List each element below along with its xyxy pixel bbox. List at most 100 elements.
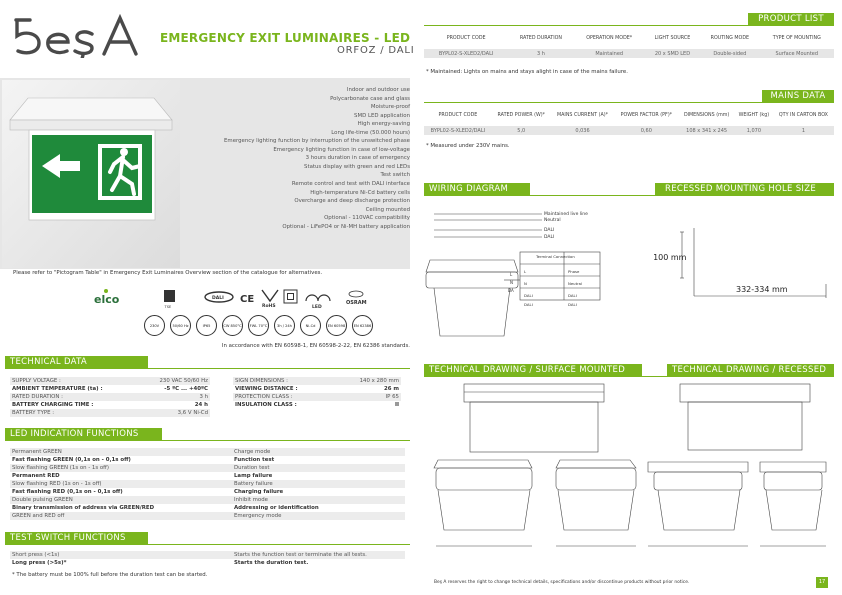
test-switch-footnote: * The battery must be 100% full before t… [12, 572, 208, 578]
terminal-cell: DALI [524, 293, 533, 298]
document-title: EMERGENCY EXIT LUMINAIRES - LED [160, 31, 411, 45]
led-indication-heading: LED INDICATION FUNCTIONS [5, 428, 162, 441]
recessed-hole-heading: RECESSED MOUNTING HOLE SIZE [655, 183, 834, 196]
feature-item: Moisture-proof [370, 104, 410, 111]
terminal-cell: N [524, 281, 527, 286]
terminal-side-label: DA [508, 288, 514, 293]
table-row: INSULATION CLASS :II [235, 402, 399, 408]
pictogram-note: Please refer to "Pictogram Table" in Eme… [13, 270, 323, 276]
technical-data-heading: TECHNICAL DATA [5, 356, 148, 369]
terminal-cell: Neutral [568, 281, 582, 286]
en62386-icon: EN 62386 [352, 315, 373, 336]
terminal-side-label: N [510, 280, 513, 285]
recessed-drawing-heading: TECHNICAL DRAWING / RECESSED [667, 364, 834, 377]
table-header-row: PRODUCT CODE RATED DURATION OPERATION MO… [446, 36, 821, 41]
tse-logo-text: TSE [164, 305, 172, 309]
osram-logo: OSRAM [346, 290, 367, 306]
page-number: 17 [816, 577, 828, 588]
product-list-table: PRODUCT CODE RATED DURATION OPERATION MO… [424, 29, 834, 58]
terminal-table-title: Terminal Connection [535, 254, 575, 259]
wiring-diagram: Maintained live line Neutral DALI DALI T… [425, 211, 601, 337]
led-logo: LED [305, 294, 331, 310]
feature-item: Optional - LiFePO4 or Ni-MH battery appl… [282, 223, 410, 230]
product-list-footnote: * Maintained: Lights on mains and stays … [426, 69, 628, 75]
feature-item: SMD LED application [354, 112, 410, 119]
brand-logo [14, 14, 138, 58]
table-row: AMBIENT TEMPERATURE (ta) :-5 ºC ... +40º… [12, 386, 208, 392]
mains-data-table: PRODUCT CODE RATED POWER (W)* MAINS CURR… [424, 106, 834, 135]
hole-width-label: 332-334 mm [736, 285, 788, 294]
feature-item: Indoor and outdoor use [346, 87, 410, 93]
terminal-cell: Phase [568, 269, 580, 274]
feature-item: Emergency lighting function in case of l… [273, 146, 410, 153]
wiring-label: Neutral [544, 217, 561, 223]
surface-drawing-heading: TECHNICAL DRAWING / SURFACE MOUNTED [424, 364, 642, 377]
wiring-label: DALI [544, 234, 554, 240]
feature-item: Status display with green and red LEDs [304, 163, 410, 170]
footer-disclaimer: Beş A reserves the right to change techn… [434, 580, 690, 585]
table-row: VIEWING DISTANCE :26 m [235, 386, 399, 392]
table-row: BYPL02-S-XLED2/DALI 3 h Maintained 20 x … [424, 49, 834, 58]
feature-item: High energy-saving [357, 121, 410, 128]
battery-icon: Ni-Cd [300, 315, 321, 336]
table-row: RATED DURATION :3 h [10, 393, 210, 401]
terminal-cell: L [524, 269, 527, 274]
led-indication-rule [5, 440, 410, 441]
technical-data-left: SUPPLY VOLTAGE :230 VAC 50/60 Hz AMBIENT… [10, 377, 210, 417]
terminal-cell: DALI [568, 302, 577, 307]
feature-item: Long life-time (50.000 hours) [331, 129, 410, 136]
product-list-heading: PRODUCT LIST [748, 13, 834, 26]
table-row: Fast flashing RED (0,1s on - 0,1s off)Ch… [12, 489, 284, 495]
test-switch-rule [5, 544, 410, 545]
rating-icons: 230V 50/60 Hz IP65 CW 850°C FWL 70°C 3h … [144, 315, 406, 337]
elco-logo: elco [94, 289, 120, 306]
voltage-icon: 230V [144, 315, 165, 336]
table-row: BYPL02-S-XLED2/DALI 5,0 0,036 0,60 108 x… [424, 126, 834, 135]
hole-height-label: 98-100 mm [654, 253, 687, 262]
fwl-temp-icon: FWL 70°C [248, 315, 269, 336]
led-logo-text: LED [312, 304, 322, 310]
table-row: BATTERY TYPE :3,6 V Ni-Cd [10, 409, 210, 417]
table-row: Binary transmission of address via GREEN… [12, 505, 319, 511]
mains-data-rule [424, 102, 834, 103]
feature-item: Optional - 110VAC compatibility [324, 215, 410, 222]
technical-data-rule [5, 368, 410, 369]
surface-mounted-drawing [433, 383, 637, 547]
rohs-logo-text: RoHS [262, 303, 276, 309]
test-switch-heading: TEST SWITCH FUNCTIONS [5, 532, 148, 545]
osram-logo-text: OSRAM [346, 300, 367, 306]
feature-item: Overcharge and deep discharge protection [294, 198, 410, 205]
dali-logo-text: DALI [212, 295, 224, 301]
dali-logo: DALI [204, 291, 234, 303]
feature-item: Test switch [380, 172, 410, 179]
feature-item: Remote control and test with DALI interf… [291, 181, 410, 188]
wiring-diagram-heading: WIRING DIAGRAM [424, 183, 530, 196]
table-row: Slow flashing GREEN (1s on - 1s off)Dura… [10, 464, 405, 472]
en60598-icon: EN 60598 [326, 315, 347, 336]
duration-icon: 3h / 24h [274, 315, 295, 336]
mains-data-heading: MAINS DATA [762, 90, 834, 103]
mains-data-footnote: * Measured under 230V mains. [426, 143, 510, 149]
test-switch-table: Short press (<1s)Starts the function tes… [10, 551, 405, 567]
table-row: Fast flashing GREEN (0,1s on - 0,1s off)… [12, 457, 275, 463]
wiring-label: Maintained live line [544, 211, 588, 217]
product-list-rule [424, 25, 834, 26]
ce-mark: CE [240, 294, 254, 305]
terminal-cell: DALI [568, 293, 577, 298]
tse-logo: TSE [164, 290, 175, 309]
wiring-diagram-rule [424, 195, 834, 196]
terminal-cell: DALI [524, 302, 533, 307]
recessed-hole-diagram: 98-100 mm 332-334 mm [654, 228, 827, 298]
feature-list: Indoor and outdoor use Polycarbonate cas… [170, 86, 410, 231]
surface-drawing-rule [424, 376, 834, 377]
table-row: Slow flashing RED (1s on - 1s off)Batter… [10, 480, 405, 488]
standards-note: In accordance with EN 60598-1, EN 60598-… [221, 343, 410, 349]
table-row: Short press (<1s)Starts the function tes… [10, 551, 405, 559]
technical-data-right: SIGN DIMENSIONS :140 x 280 mm VIEWING DI… [233, 377, 401, 409]
glow-wire-icon: CW 850°C [222, 315, 243, 336]
table-row: SUPPLY VOLTAGE :230 VAC 50/60 Hz [10, 377, 210, 385]
